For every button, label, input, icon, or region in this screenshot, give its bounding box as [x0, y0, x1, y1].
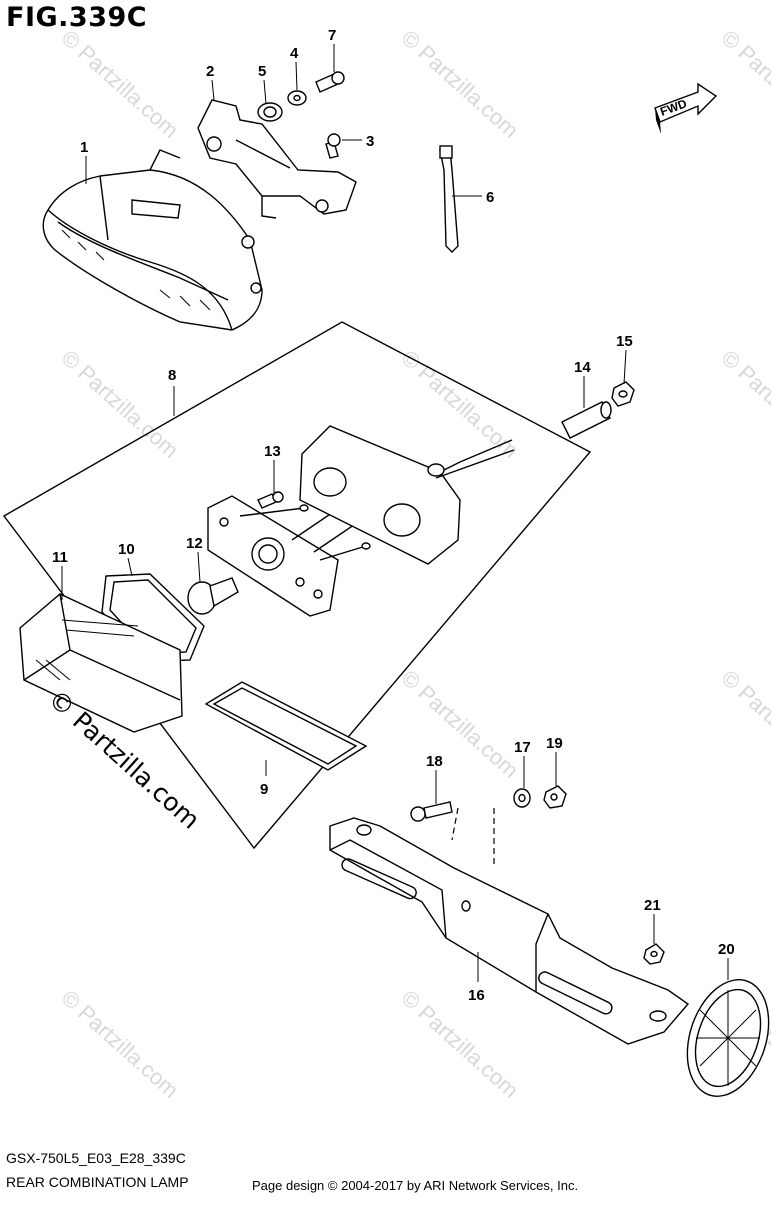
callout-20: 20 — [718, 941, 735, 958]
diagram-name: REAR COMBINATION LAMP — [6, 1174, 189, 1190]
model-code: GSX-750L5_E03_E28_339C — [6, 1150, 186, 1166]
nut-part-21 — [643, 943, 665, 965]
watermark-tile: © Partzilla.com — [717, 665, 771, 783]
figure-title: FIG.339C — [6, 2, 148, 33]
lamp-socket-base — [207, 495, 378, 617]
bracket-part-16 — [329, 817, 690, 1045]
callout-18: 18 — [426, 753, 443, 770]
callout-13: 13 — [264, 443, 281, 460]
copyright-notice: Page design © 2004-2017 by ARI Network S… — [252, 1178, 579, 1193]
nut-part-19 — [543, 785, 567, 809]
lens-part-11 — [19, 593, 183, 733]
bracket-assembly — [197, 71, 357, 219]
watermark-tile: © Partzilla.com — [397, 345, 524, 463]
callout-21: 21 — [644, 897, 661, 914]
callout-9: 9 — [260, 781, 268, 798]
reflector-part-20 — [686, 979, 770, 1097]
watermark-tile: © Partzilla.com — [397, 25, 524, 143]
leader-lines — [61, 44, 729, 982]
callout-14: 14 — [574, 359, 591, 376]
screw-part-18 — [410, 801, 453, 822]
callout-8: 8 — [168, 367, 176, 384]
group-outline-part-8 — [2, 321, 592, 850]
callout-11: 11 — [52, 549, 68, 566]
watermark-tile: © Partzilla.com — [57, 345, 184, 463]
collar-part-14 — [561, 401, 612, 439]
callout-1: 1 — [80, 139, 88, 156]
cable-tie — [439, 145, 459, 253]
watermark-tile: © Partzilla.com — [57, 985, 184, 1103]
washer-part-17 — [513, 788, 531, 808]
screw-part-13 — [257, 491, 284, 509]
callout-17: 17 — [514, 739, 531, 756]
watermark-tile: © Partzilla.com — [717, 25, 771, 143]
callout-4: 4 — [290, 45, 299, 62]
watermark-tile: © Partzilla.com — [397, 985, 524, 1103]
callout-15: 15 — [616, 333, 633, 350]
watermark-tile: © Partzilla.com — [397, 665, 524, 783]
callout-2: 2 — [206, 63, 214, 80]
callout-5: 5 — [258, 63, 266, 80]
tail-lamp-assembly — [42, 149, 263, 331]
callout-6: 6 — [486, 189, 494, 206]
callout-16: 16 — [468, 987, 485, 1004]
bulb-part-12 — [187, 577, 239, 615]
callout-labels: 1 2 3 4 5 6 7 8 9 10 11 12 13 14 15 16 1… — [52, 27, 735, 1004]
lamp-housing — [299, 425, 515, 565]
assembly-line — [451, 807, 459, 841]
callout-7: 7 — [328, 27, 336, 44]
nut-part-15 — [611, 381, 635, 407]
callout-12: 12 — [186, 535, 203, 552]
callout-3: 3 — [366, 133, 374, 150]
callout-10: 10 — [118, 541, 135, 558]
plate-part-9 — [204, 681, 368, 771]
watermark-tile: © Partzilla.com — [717, 345, 771, 463]
callout-19: 19 — [546, 735, 563, 752]
watermark-tile: © Partzilla.com — [57, 25, 184, 143]
fwd-arrow-badge: FWD — [654, 82, 718, 134]
